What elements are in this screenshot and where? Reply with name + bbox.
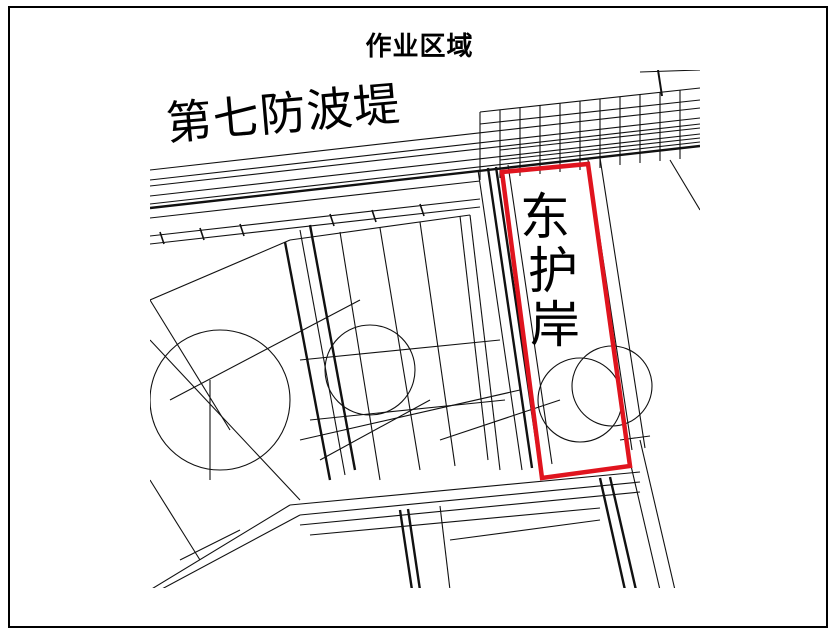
work-zone-highlight bbox=[499, 161, 633, 481]
grid-block bbox=[479, 70, 700, 211]
quay-lines bbox=[150, 435, 676, 588]
revetment-label-char-1: 东 bbox=[520, 188, 570, 246]
revetment-label-char-2: 护 bbox=[528, 242, 578, 300]
revetment-lines bbox=[477, 157, 646, 471]
revetment-label-char-3: 岸 bbox=[530, 296, 580, 354]
basin-structure bbox=[150, 214, 653, 501]
breakwater-lines bbox=[150, 107, 700, 245]
cad-linework bbox=[150, 70, 700, 588]
page-title: 作业区域 bbox=[365, 32, 474, 62]
tick-marks bbox=[159, 203, 425, 245]
map-frame bbox=[8, 6, 828, 628]
